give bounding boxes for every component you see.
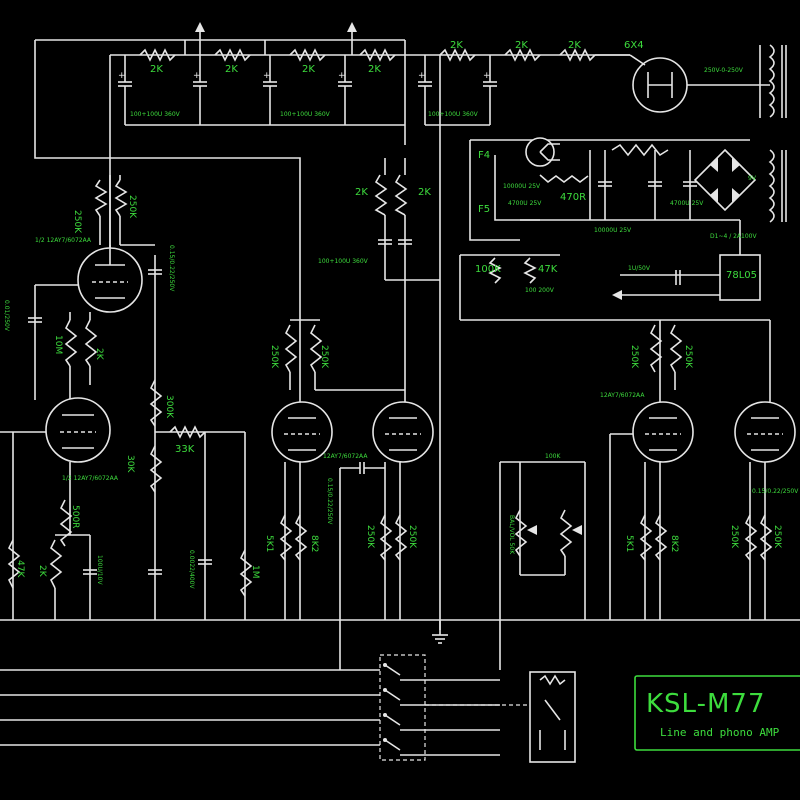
- cap-0022: 0.0022/400V: [188, 550, 195, 589]
- phono-stage: [0, 175, 253, 620]
- r-250k-right2: 250K: [683, 345, 693, 369]
- r-250k-mid1: 250K: [269, 345, 279, 369]
- hv-supply-rail: + + + + + +: [34, 22, 787, 630]
- tube-v2: [45, 397, 111, 463]
- r-2k-cath: 2K: [94, 348, 104, 361]
- cap-bank4-label: 100+100U 360V: [318, 258, 369, 265]
- svg-text:+: +: [193, 71, 201, 81]
- r-470r: 470R: [560, 192, 586, 203]
- title-subtitle: Line and phono AMP: [660, 726, 780, 739]
- r-2k-psu2: 2K: [418, 187, 431, 198]
- r-47k: 47K: [15, 560, 25, 578]
- cap-10000u-b: 10000U 25V: [594, 227, 632, 234]
- fuse-f4: F4: [478, 150, 490, 161]
- r-8k2-right: 8K2: [669, 535, 679, 552]
- r-30k: 30K: [125, 455, 135, 473]
- r-250k-left: 250K: [72, 210, 82, 234]
- diode-bridge-label: D1~4 / 2A100V: [710, 233, 757, 240]
- lv-power-supply: [459, 137, 787, 410]
- cap-001: 0.01/250V: [3, 300, 10, 332]
- cap-1u: 1U/50V: [628, 265, 651, 272]
- svg-text:+: +: [118, 71, 126, 81]
- cap-015-mid: 0.15/0.22/250V: [326, 478, 333, 525]
- r-2k-low: 2K: [37, 565, 47, 578]
- cap-4700u-b: 4700U 25V: [670, 200, 704, 207]
- tube3-type: 12AY7/6072AA: [323, 453, 368, 460]
- r-5k1-mid: 5K1: [264, 535, 274, 552]
- tube5-type: 12AY7/6072AA: [600, 392, 645, 399]
- r-250k-mid3: 250K: [365, 525, 375, 549]
- r-250k-left2: 250K: [127, 195, 137, 219]
- ground-bus: [0, 619, 800, 644]
- r-2k-c: 2K: [302, 64, 315, 75]
- input-selector-switch[interactable]: [0, 654, 530, 761]
- cap-bank2-label: 100+100U 360V: [280, 111, 331, 118]
- cap-10000u: 10000U 25V: [503, 183, 541, 190]
- cap-4700u: 4700U 25V: [508, 200, 542, 207]
- r-2k-psu1: 2K: [355, 187, 368, 198]
- r-2k-d: 2K: [368, 64, 381, 75]
- r-2k-top1: 2K: [450, 40, 463, 51]
- fuse-f5: F5: [478, 204, 490, 215]
- regulator-label: 78L05: [726, 270, 757, 281]
- r-250k-right3: 250K: [729, 525, 739, 549]
- hv-transformer: [759, 44, 787, 118]
- r-47k-psu: 47K: [538, 264, 558, 275]
- r-8k2-mid: 8K2: [309, 535, 319, 552]
- pot-label: BAL/VOL 50K: [508, 515, 515, 555]
- pot-100k: 100K: [545, 453, 561, 460]
- r-500r: 500R: [70, 505, 80, 528]
- lv-transformer-label: 9V: [748, 175, 757, 182]
- r-1m: 1M: [250, 565, 260, 579]
- cap-015-left: 0.15/0.22/250V: [168, 245, 175, 292]
- r-250k-right1: 250K: [629, 345, 639, 369]
- cap-bank3-label: 100+100U 360V: [428, 111, 479, 118]
- svg-text:+: +: [263, 71, 271, 81]
- line-stage-mid: [271, 319, 434, 670]
- title-box: KSL-M77 Line and phono AMP: [634, 675, 800, 751]
- r-10m: 10M: [53, 335, 63, 354]
- tube1-type: 1/2 12AY7/6072AA: [35, 237, 92, 244]
- svg-text:+: +: [338, 71, 346, 81]
- relay-switch: [529, 671, 576, 763]
- r-100k: 100K: [475, 264, 501, 275]
- r-2k-b: 2K: [225, 64, 238, 75]
- r-2k-a: 2K: [150, 64, 163, 75]
- r-300k: 300K: [164, 395, 174, 419]
- tube-v4: [372, 401, 434, 463]
- cap-bank1-label: 100+100U 360V: [130, 111, 181, 118]
- svg-text:+: +: [418, 71, 426, 81]
- tube-v3: [271, 401, 333, 463]
- title-main: KSL-M77: [646, 689, 765, 719]
- r-250k-right4: 250K: [772, 525, 782, 549]
- mid-supply: [374, 158, 440, 410]
- r-33k: 33K: [175, 444, 195, 455]
- rectifier-label: 6X4: [624, 40, 644, 51]
- r-2k-top2: 2K: [515, 40, 528, 51]
- tube-v6: [734, 401, 796, 463]
- r-250k-mid2: 250K: [319, 345, 329, 369]
- r-2k-top3: 2K: [568, 40, 581, 51]
- svg-text:+: +: [483, 71, 491, 81]
- cap-100-200: 100 200V: [525, 287, 555, 294]
- tube-v5: [632, 401, 694, 463]
- hv-transformer-label: 250V-0-250V: [704, 67, 744, 74]
- tube2-type: 1/2 12AY7/6072AA: [62, 475, 119, 482]
- cap-015-right: 0.15/0.22/250V: [752, 488, 799, 495]
- r-250k-mid4: 250K: [407, 525, 417, 549]
- line-stage-right: [499, 320, 796, 670]
- r-5k1-right: 5K1: [624, 535, 634, 552]
- cap-100u: 100U/10V: [96, 555, 103, 586]
